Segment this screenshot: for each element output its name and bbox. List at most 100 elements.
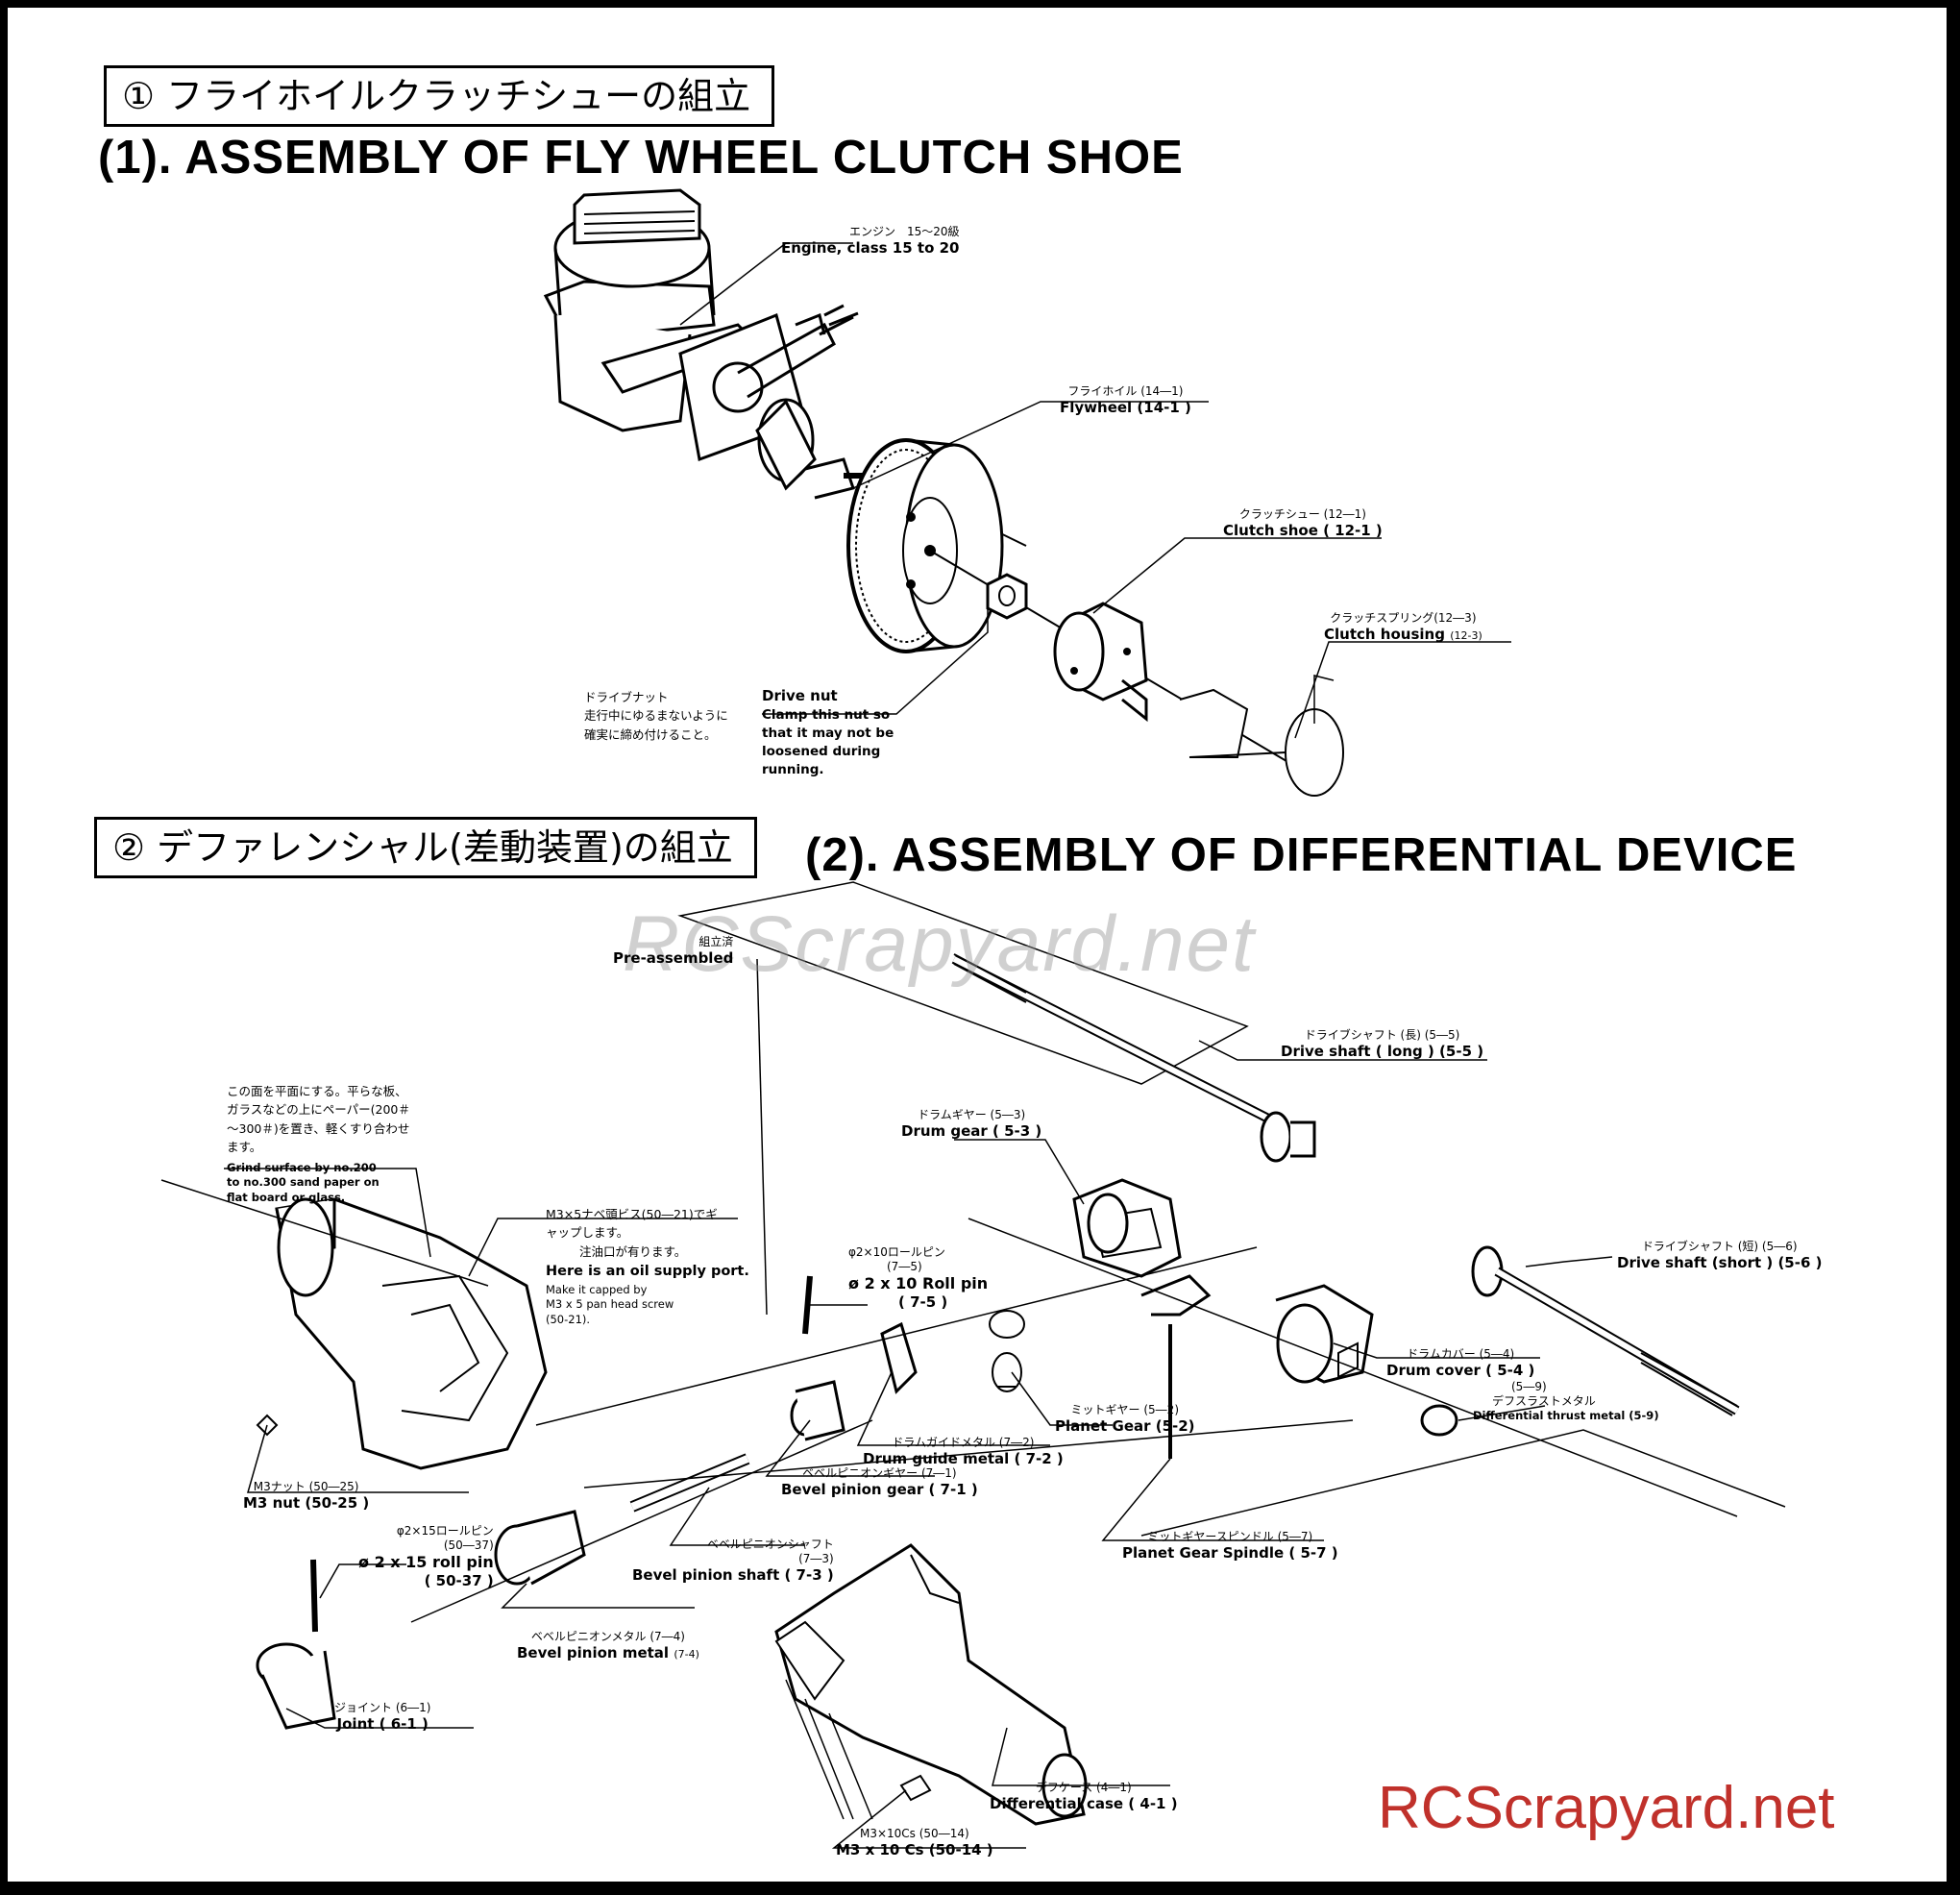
label-drum-guide-metal-en: Drum guide metal ( 7-2 ) [863, 1450, 1064, 1467]
label-drum-guide-metal: ドラムガイドメタル (7―2) Drum guide metal ( 7-2 ) [863, 1436, 1064, 1468]
label-bevel-pinion-metal-jp: ベベルピニオンメタル (7―4) [530, 1630, 685, 1643]
note-oil-jp1: M3×5ナベ頭ビス(50―21)でギ [546, 1207, 718, 1221]
label-roll-pin-2x10-jp1: φ2×10ロールピン [848, 1245, 945, 1259]
label-bevel-pinion-metal-part: (7-4) [674, 1648, 699, 1661]
drum-cover-drawing [1275, 1284, 1374, 1384]
label-flywheel-jp: フライホイル (14―1) [1067, 384, 1184, 398]
label-roll-pin-2x15-jp1: φ2×15ロールピン [396, 1524, 494, 1538]
label-engine-jp: エンジン 15～20級 [848, 225, 960, 238]
label-drive-shaft-short: ドライブシャフト (短) (5―6) Drive shaft (short ) … [1617, 1240, 1822, 1272]
flywheel-drawing [846, 438, 1004, 653]
thrust-metal-drawing [1420, 1404, 1458, 1437]
engine-drawing [543, 188, 882, 500]
note-drive-nut-en: Drive nut Clamp this nut so that it may … [762, 686, 894, 779]
note-oil-en3: M3 x 5 pan head screw [546, 1297, 674, 1312]
label-bevel-pinion-gear-jp: ベベルピニオンギヤー (7―1) [802, 1466, 957, 1480]
note-grind-en1: Grind surface by no.200 [227, 1160, 377, 1174]
manual-page: ① フライホイルクラッチシューの組立 (1). ASSEMBLY OF FLY … [8, 8, 1947, 1882]
drive-shaft-short-drawing [1471, 1245, 1740, 1416]
label-clutch-housing-en: Clutch housing [1324, 626, 1445, 643]
label-drive-shaft-short-jp: ドライブシャフト (短) (5―6) [1641, 1240, 1798, 1253]
label-bevel-pinion-shaft: ベベルピニオンシャフト (7―3) Bevel pinion shaft ( 7… [632, 1538, 834, 1585]
note-grind: この面を平面にする。平らな板、 ガラスなどの上にペーパー(200＃ ～300＃)… [227, 1082, 410, 1205]
section1-title: (1). ASSEMBLY OF FLY WHEEL CLUTCH SHOE [98, 132, 1184, 184]
label-drive-shaft-long-jp: ドライブシャフト (長) (5―5) [1304, 1028, 1460, 1042]
pinion-parts-drawing [256, 1275, 918, 1730]
label-bevel-pinion-shaft-en: Bevel pinion shaft ( 7-3 ) [632, 1566, 834, 1584]
drive-nut-en-line3: loosened during [762, 743, 881, 759]
note-oil-jp3: 注油口が有ります。 [579, 1243, 687, 1259]
drive-shaft-long-drawing [951, 953, 1316, 1163]
note-grind-jp1: この面を平面にする。平らな板、 [227, 1084, 407, 1098]
drive-nut-en-line2: that it may not be [762, 725, 894, 741]
label-bevel-pinion-gear-en: Bevel pinion gear ( 7-1 ) [781, 1481, 978, 1498]
section1-jp-heading: ① フライホイルクラッチシューの組立 [104, 65, 775, 127]
label-m3-nut-jp: M3ナット (50―25) [253, 1480, 359, 1493]
label-drum-cover-en: Drum cover ( 5-4 ) [1386, 1362, 1535, 1379]
section2-title: (2). ASSEMBLY OF DIFFERENTIAL DEVICE [805, 829, 1798, 881]
label-pre-assembled-jp: 組立済 [698, 935, 734, 948]
label-planet-gear-jp: ミットギヤー (5―2) [1070, 1403, 1179, 1416]
label-clutch-housing-jp: クラッチスプリング(12―3) [1330, 611, 1477, 625]
label-planet-gear: ミットギヤー (5―2) Planet Gear (5-2) [1055, 1403, 1195, 1436]
label-diff-thrust-metal: (5―9) デフスラストメタル Differential thrust meta… [1473, 1380, 1659, 1422]
drive-nut-jp-title: ドライブナット [584, 690, 669, 704]
note-oil-en2: Make it capped by [546, 1282, 648, 1296]
label-differential-case: デフケース (4―1) Differential case ( 4-1 ) [990, 1781, 1178, 1813]
section2-jp-heading: ② デファレンシャル(差動装置)の組立 [94, 817, 757, 878]
label-bevel-pinion-shaft-jp1: ベベルピニオンシャフト [706, 1538, 834, 1551]
label-m3x10cs: M3×10Cs (50―14) M3 x 10 Cs (50-14 ) [836, 1827, 993, 1859]
label-differential-case-en: Differential case ( 4-1 ) [990, 1795, 1178, 1812]
note-grind-jp2: ガラスなどの上にペーパー(200＃ [227, 1102, 410, 1118]
note-grind-jp3: ～300＃)を置き、軽くすり合わせ [227, 1120, 410, 1136]
drive-nut-jp-line2: 確実に締め付けること。 [584, 726, 717, 742]
drive-nut-en-line4: running. [762, 761, 824, 777]
watermark-corner: RCScrapyard.net [1378, 1775, 1835, 1841]
label-roll-pin-2x10-en2: ( 7-5 ) [898, 1293, 948, 1311]
label-roll-pin-2x15: φ2×15ロールピン (50―37) ø 2 x 15 roll pin ( 5… [358, 1524, 494, 1590]
label-roll-pin-2x15-en2: ( 50-37 ) [424, 1572, 494, 1589]
label-bevel-pinion-metal: ベベルピニオンメタル (7―4) Bevel pinion metal (7-4… [517, 1630, 699, 1662]
watermark-center: RCScrapyard.net [623, 900, 1256, 988]
exploded-diagram [160, 188, 1786, 1849]
label-joint: ジョイント (6―1) Joint ( 6-1 ) [334, 1701, 430, 1734]
label-diff-thrust-metal-num: (5―9) [1511, 1380, 1547, 1393]
label-diff-thrust-metal-en: Differential thrust metal (5-9) [1473, 1409, 1659, 1422]
label-clutch-housing-part: (12-3) [1450, 629, 1482, 642]
note-grind-en3: flat board or glass. [227, 1190, 346, 1204]
note-oil-port: M3×5ナベ頭ビス(50―21)でギ ャップします。 注油口が有ります。 Her… [546, 1205, 749, 1327]
clutch-housing-drawing [1179, 688, 1344, 797]
label-flywheel: フライホイル (14―1) Flywheel (14-1 ) [1060, 384, 1191, 417]
label-clutch-housing: クラッチスプリング(12―3) Clutch housing (12-3) [1324, 611, 1482, 644]
label-engine-en: Engine, class 15 to 20 [781, 239, 960, 257]
note-oil-en1: Here is an oil supply port. [546, 1264, 749, 1280]
label-joint-en: Joint ( 6-1 ) [336, 1715, 429, 1733]
label-m3x10cs-jp: M3×10Cs (50―14) [859, 1827, 969, 1840]
label-roll-pin-2x10-en1: ø 2 x 10 Roll pin [848, 1274, 989, 1292]
note-grind-jp4: ます。 [227, 1140, 262, 1155]
label-drum-gear-jp: ドラムギヤー (5―3) [918, 1108, 1026, 1121]
label-drum-gear-en: Drum gear ( 5-3 ) [901, 1122, 1042, 1140]
label-drive-shaft-long-en: Drive shaft ( long ) (5-5 ) [1281, 1043, 1484, 1060]
drive-nut-en-title: Drive nut [762, 687, 838, 704]
label-m3-nut-en: M3 nut (50-25 ) [243, 1494, 370, 1512]
label-clutch-shoe-en: Clutch shoe ( 12-1 ) [1223, 522, 1383, 539]
label-planet-gear-en: Planet Gear (5-2) [1055, 1417, 1195, 1435]
drum-gear-drawing [1072, 1178, 1212, 1317]
label-m3x10cs-en: M3 x 10 Cs (50-14 ) [836, 1841, 993, 1858]
label-joint-jp: ジョイント (6―1) [334, 1701, 431, 1714]
drive-nut-jp-line1: 走行中にゆるまないように [584, 708, 728, 724]
label-clutch-shoe-jp: クラッチシュー (12―1) [1238, 507, 1366, 521]
diff-case-left-drawing [275, 1197, 548, 1470]
label-roll-pin-2x15-jp2: (50―37) [443, 1538, 494, 1552]
drive-nut-drawing [986, 573, 1028, 620]
label-flywheel-en: Flywheel (14-1 ) [1060, 399, 1191, 416]
drive-nut-en-line1: Clamp this nut so [762, 707, 891, 723]
note-drive-nut-jp: ドライブナット 走行中にゆるまないように 確実に締め付けること。 [584, 688, 728, 744]
label-roll-pin-2x10-jp2: (7―5) [887, 1260, 922, 1273]
label-roll-pin-2x15-en1: ø 2 x 15 roll pin [358, 1553, 494, 1571]
label-roll-pin-2x10: φ2×10ロールピン (7―5) ø 2 x 10 Roll pin ( 7-5… [848, 1245, 988, 1312]
label-drum-gear: ドラムギヤー (5―3) Drum gear ( 5-3 ) [901, 1108, 1041, 1141]
label-engine: エンジン 15～20級 Engine, class 15 to 20 [781, 225, 959, 258]
label-planet-gear-spindle-en: Planet Gear Spindle ( 5-7 ) [1122, 1544, 1338, 1562]
